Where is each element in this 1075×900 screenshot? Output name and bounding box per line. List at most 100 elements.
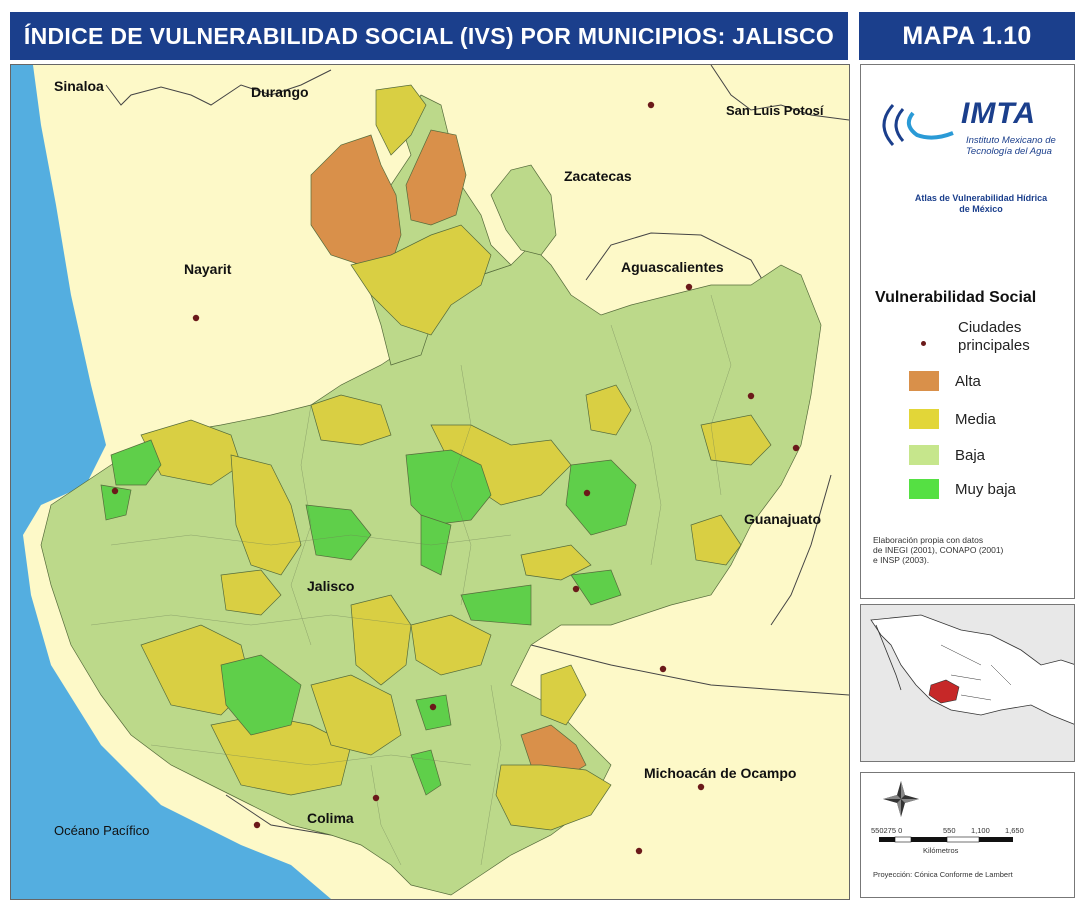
jalisco-highlight [928, 679, 960, 704]
scale-tick-1: 550 [943, 826, 956, 835]
atlas-title: Atlas de Vulnerabilidad Hídrica de Méxic… [881, 193, 1074, 215]
legend-city-label: Ciudades principales [958, 319, 1030, 355]
city-dot [192, 314, 200, 322]
city-dot [659, 665, 667, 673]
legend-item-alta: Alta [909, 371, 981, 391]
label-michoacan: Michoacán de Ocampo [644, 765, 796, 781]
municipality-media-2[interactable] [350, 224, 492, 336]
label-durango: Durango [251, 84, 309, 100]
legend-label-baja: Baja [955, 446, 986, 464]
city-dot [111, 487, 119, 495]
city-dot [747, 392, 755, 400]
label-guanajuato: Guanajuato [744, 511, 821, 527]
municipality-media-9[interactable] [690, 514, 742, 566]
municipality-muybaja-9[interactable] [220, 654, 302, 736]
legend-title: Vulnerabilidad Social [875, 289, 1037, 306]
municipality-muybaja-4[interactable] [305, 504, 372, 561]
map-number: MAPA 1.10 [859, 12, 1075, 60]
cities [111, 101, 800, 855]
municipality-media-18[interactable] [220, 569, 282, 616]
logo-sub-line-2: Tecnología del Agua [966, 146, 1052, 157]
credits-line-2: de INEGI (2001), CONAPO (2001) [873, 545, 1004, 555]
municipality-muybaja-8[interactable] [570, 569, 622, 606]
label-oceano-pacifico: Océano Pacífico [54, 823, 149, 838]
municipality-media-16[interactable] [540, 664, 587, 726]
label-jalisco: Jalisco [307, 578, 354, 594]
city-dot [372, 794, 380, 802]
city-dot-icon [921, 341, 926, 346]
municipality-media-15[interactable] [310, 674, 402, 756]
inset-locator-map [860, 604, 1075, 762]
municipality-media-1[interactable] [375, 84, 427, 156]
projection-text: Proyección: Cónica Conforme de Lambert [873, 870, 1014, 879]
city-dot [583, 489, 591, 497]
municipality-muybaja-7[interactable] [460, 584, 532, 626]
municipalities[interactable] [40, 84, 822, 896]
municipality-alta-2[interactable] [405, 129, 467, 226]
swatch-alta [909, 371, 939, 391]
municipality-muybaja-1[interactable] [110, 439, 162, 486]
north-arrow-icon [883, 781, 919, 817]
municipality-media-3[interactable] [310, 394, 392, 446]
municipality-media-12[interactable] [350, 594, 412, 686]
city-dot [685, 283, 693, 291]
legend-item-muy-baja: Muy baja [909, 479, 1016, 499]
municipality-alta-1[interactable] [310, 134, 402, 266]
atlas-line-2: de México [959, 204, 1003, 214]
label-san-luis-potosi: San Luis Potosí [726, 103, 824, 118]
municipality-muybaja-2[interactable] [100, 484, 132, 521]
legend-city-entry: Ciudades principales [921, 319, 1030, 355]
swatch-baja [909, 445, 939, 465]
city-dot [647, 101, 655, 109]
city-label-line-2: principales [958, 337, 1030, 354]
atlas-line-1: Atlas de Vulnerabilidad Hídrica [914, 193, 1048, 203]
scale-bar-segments [879, 836, 1013, 843]
legend-item-media: Media [909, 409, 996, 429]
label-sinaloa: Sinaloa [54, 78, 104, 94]
credits-line-3: e INSP (2003). [873, 555, 930, 565]
swatch-muy-baja [909, 479, 939, 499]
label-colima: Colima [307, 810, 354, 826]
imta-logo-icon [882, 103, 954, 147]
municipality-media-17[interactable] [495, 764, 612, 831]
imta-logo-subtitle: Instituto Mexicano de Tecnología del Agu… [966, 135, 1056, 157]
legend-panel: IMTA Instituto Mexicano de Tecnología de… [860, 64, 1075, 599]
mexico-inset-map [861, 605, 1074, 761]
municipality-muybaja-6[interactable] [420, 514, 452, 576]
label-zacatecas: Zacatecas [564, 168, 632, 184]
swatch-media [909, 409, 939, 429]
credits-line-1: Elaboración propia con datos [873, 535, 984, 545]
municipality-muybaja-10[interactable] [415, 694, 452, 731]
scale-tick-2: 1,100 [971, 826, 990, 835]
city-dot [429, 703, 437, 711]
legend-item-baja: Baja [909, 445, 985, 465]
municipality-media-5[interactable] [230, 454, 302, 576]
municipality-media-10[interactable] [520, 544, 592, 581]
sea-area [11, 65, 331, 899]
municipal-lines [90, 294, 732, 866]
municipality-media-8[interactable] [700, 414, 772, 466]
municipality-media-7[interactable] [585, 384, 632, 436]
map-canvas[interactable]: Sinaloa Durango San Luis Potosí Zacateca… [10, 64, 850, 900]
label-aguascalientes: Aguascalientes [621, 259, 724, 275]
label-nayarit: Nayarit [184, 261, 232, 277]
municipality-media-13[interactable] [410, 614, 492, 676]
logo-sub-line-1: Instituto Mexicano de [966, 135, 1056, 146]
jalisco-map[interactable]: Sinaloa Durango San Luis Potosí Zacateca… [11, 65, 849, 899]
municipality-muybaja-5[interactable] [565, 459, 637, 536]
imta-logo-text: IMTA [961, 97, 1037, 130]
city-dot [792, 444, 800, 452]
municipality-muybaja-11[interactable] [410, 749, 442, 796]
scale-unit: Kilómetros [923, 846, 959, 855]
scale-tick-3: 1,650 [1005, 826, 1024, 835]
legend-label-muy-baja: Muy baja [955, 480, 1016, 498]
municipality-baja-northeast[interactable] [490, 164, 557, 256]
municipality-muybaja-3[interactable] [405, 449, 492, 526]
map-title: ÍNDICE DE VULNERABILIDAD SOCIAL (IVS) PO… [10, 12, 848, 60]
city-dot [697, 783, 705, 791]
scale-tick-0: 550275 0 [871, 826, 902, 835]
city-dot [635, 847, 643, 855]
scale-bar: 550275 0 550 1,100 1,650 Kilómetros Proy… [871, 781, 1024, 879]
credits-text: Elaboración propia con datos de INEGI (2… [873, 535, 1003, 565]
city-dot [253, 821, 261, 829]
